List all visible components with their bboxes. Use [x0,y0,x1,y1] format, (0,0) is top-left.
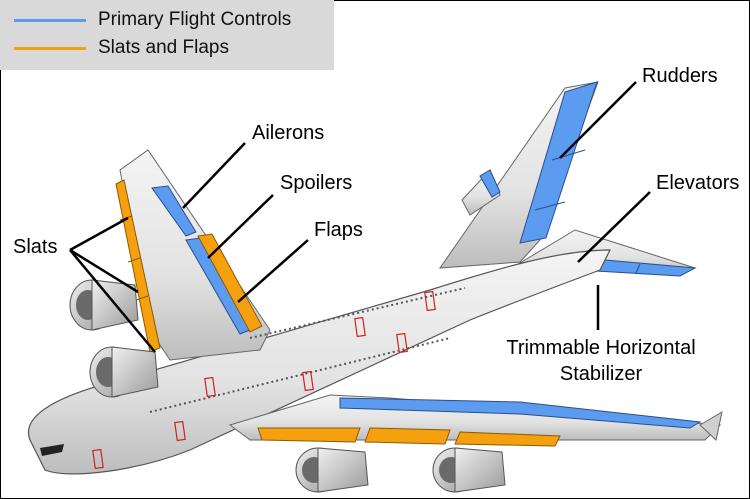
engine-lower-right [432,447,506,493]
doors [92,290,436,470]
callout-lines [69,81,651,353]
legend-swatch-slats-flaps [14,46,86,50]
legend-label-slats-flaps: Slats and Flaps [98,37,229,58]
label-elevators: Elevators [656,172,740,194]
window-row-lower [149,337,451,413]
far-wing-aileron [479,169,501,198]
label-slats: Slats [13,236,58,258]
legend: Primary Flight Controls Slats and Flaps [0,0,334,70]
left-wing-flaps [197,233,263,333]
legend-label-primary: Primary Flight Controls [98,9,292,30]
label-rudders: Rudders [642,65,718,87]
label-flaps: Flaps [314,219,363,241]
left-wing-ailerons [151,185,197,237]
label-spoilers: Spoilers [280,172,353,194]
label-ths-line2: Stabilizer [559,363,643,385]
rudder-surface [519,81,598,244]
near-wing-tip-fins [699,410,723,441]
near-wing-spoilers [339,397,702,429]
cockpit-windows [40,444,64,456]
engine-upper-inner [89,346,159,398]
engine-lower-left [295,447,369,493]
near-wing-flaps [257,427,561,447]
legend-swatch-primary [14,18,86,22]
label-ths-line1: Trimmable Horizontal [506,337,696,359]
window-row-upper [249,287,466,339]
engine-upper-outer [69,279,139,331]
fuselage [27,249,611,475]
legend-item-primary: Primary Flight Controls [14,8,291,32]
label-ailerons: Ailerons [252,122,325,144]
legend-item-slats-flaps: Slats and Flaps [14,36,229,60]
left-wing-slats [115,179,161,353]
